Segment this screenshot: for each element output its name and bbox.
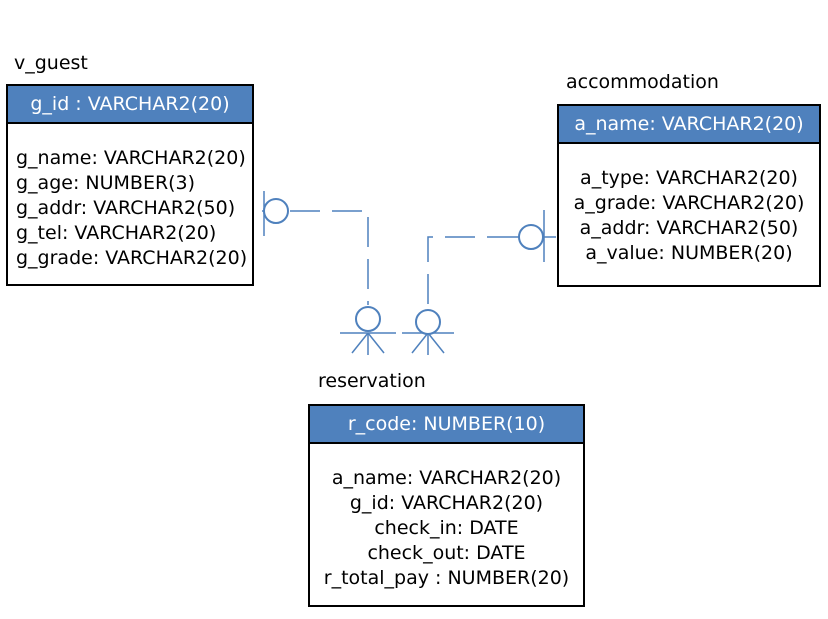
attribute-g-age: g_age: NUMBER(3) [16,172,196,194]
relationship-line [290,210,369,305]
entity-accommodation[interactable]: a_name: VARCHAR2(20) a_type: VARCHAR2(20… [557,104,821,287]
relationship-guest-reservation[interactable] [262,191,396,355]
relationship-accommodation-reservation[interactable] [402,210,556,355]
zero-marker-circle [415,309,441,335]
attribute-check-out: check_out: DATE [367,542,526,564]
entity-name-reservation: reservation [318,370,426,392]
primary-key-g-id: g_id : VARCHAR2(20) [8,86,252,124]
attribute-g-name: g_name: VARCHAR2(20) [16,147,246,169]
crowfoot-right [427,332,445,354]
attribute-list: g_name: VARCHAR2(20) g_age: NUMBER(3) g_… [8,124,252,271]
attribute-r-total-pay: r_total_pay : NUMBER(20) [323,567,570,589]
attribute-g-id: g_id: VARCHAR2(20) [349,492,544,514]
attribute-g-addr: g_addr: VARCHAR2(50) [16,197,236,219]
attribute-a-type: a_type: VARCHAR2(20) [580,167,798,189]
crowfoot-right [367,332,385,354]
primary-key-a-name: a_name: VARCHAR2(20) [559,106,819,144]
attribute-a-value: a_value: NUMBER(20) [585,242,793,264]
attribute-g-grade: g_grade: VARCHAR2(20) [16,247,248,269]
attribute-a-grade: a_grade: VARCHAR2(20) [573,192,805,214]
attribute-a-name: a_name: VARCHAR2(20) [331,467,562,489]
entity-name-v-guest: v_guest [14,52,88,74]
attribute-check-in: check_in: DATE [374,517,519,539]
zero-marker-circle [518,224,544,250]
entity-name-accommodation: accommodation [566,71,719,93]
entity-reservation[interactable]: r_code: NUMBER(10) a_name: VARCHAR2(20) … [308,404,585,607]
attribute-a-addr: a_addr: VARCHAR2(50) [579,217,799,239]
crowfoot-left [411,332,429,354]
attribute-g-tel: g_tel: VARCHAR2(20) [16,222,217,244]
primary-key-r-code: r_code: NUMBER(10) [310,406,583,444]
crowfoot-left [351,332,369,354]
zero-marker-circle [263,198,289,224]
relationship-line [427,236,517,308]
entity-v-guest[interactable]: g_id : VARCHAR2(20) g_name: VARCHAR2(20)… [6,84,254,286]
attribute-list: a_name: VARCHAR2(20) g_id: VARCHAR2(20) … [310,444,583,591]
attribute-list: a_type: VARCHAR2(20) a_grade: VARCHAR2(2… [559,144,819,266]
zero-marker-circle [355,306,381,332]
